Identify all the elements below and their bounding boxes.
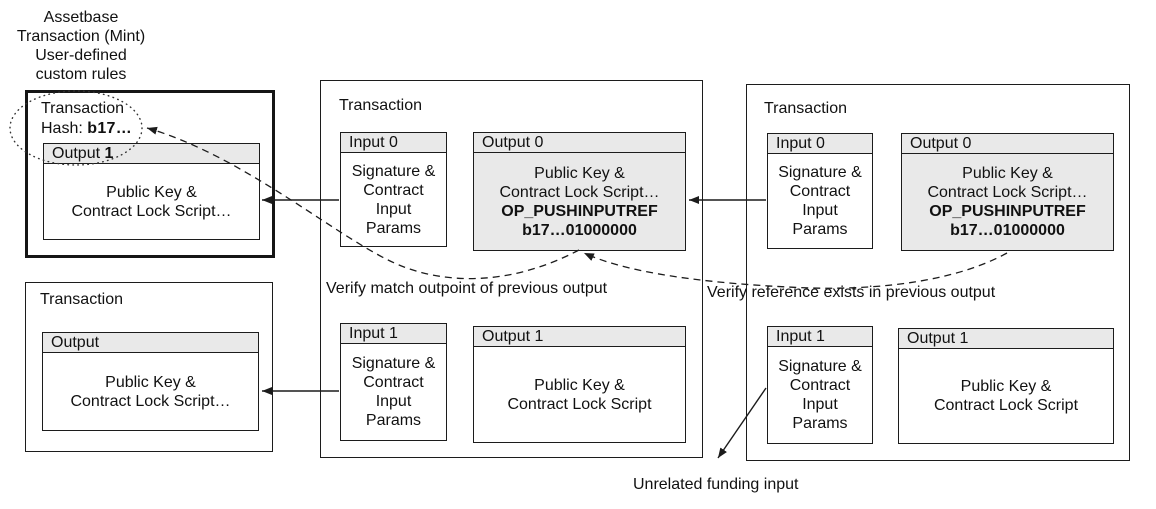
assetbase-hash-line: Hash: b17…: [41, 120, 132, 137]
right-output0-opcode: OP_PUSHINPUTREF b17…01000000: [929, 203, 1086, 239]
mid-output0-box: Output 0 Public Key & Contract Lock Scri…: [473, 132, 686, 251]
mid-input1-box: Input 1 Signature & Contract Input Param…: [340, 323, 447, 441]
mid-output1-header: Output 1: [474, 327, 685, 347]
mid-input0-box: Input 0 Signature & Contract Input Param…: [340, 132, 447, 247]
assetbase-output1-box: Output 1 Public Key & Contract Lock Scri…: [43, 143, 260, 240]
assetbase-output1-body: Public Key & Contract Lock Script…: [71, 183, 232, 220]
right-input0-body: Signature & Contract Input Params: [778, 164, 862, 238]
mid-output1-body: Public Key & Contract Lock Script: [507, 376, 652, 413]
verify-match-label: Verify match outpoint of previous output: [326, 280, 608, 297]
mid-output1-box: Output 1 Public Key & Contract Lock Scri…: [473, 326, 686, 443]
verify-reference-label: Verify reference exists in previous outp…: [707, 284, 996, 301]
hash-label: Hash:: [41, 120, 88, 137]
assetbase-transaction-title: Transaction: [41, 100, 124, 117]
spent-output-box: Output Public Key & Contract Lock Script…: [42, 332, 259, 431]
right-transaction-title: Transaction: [764, 100, 847, 117]
mid-input0-body: Signature & Contract Input Params: [351, 162, 436, 237]
hash-value: b17…: [87, 120, 133, 137]
assetbase-output1-header: Output 1: [44, 144, 259, 164]
assetbase-transaction-box: Transaction Hash: b17… Output 1 Public K…: [25, 90, 275, 258]
right-output1-header: Output 1: [899, 329, 1113, 349]
right-input1-body: Signature & Contract Input Params: [778, 358, 862, 432]
spent-output-body: Public Key & Contract Lock Script…: [70, 373, 231, 410]
right-input1-box: Input 1 Signature & Contract Input Param…: [767, 326, 873, 444]
right-transaction-box: Transaction Input 0 Signature & Contract…: [746, 84, 1130, 461]
mid-input1-body: Signature & Contract Input Params: [351, 355, 436, 429]
assetbase-heading: Assetbase Transaction (Mint) User-define…: [16, 9, 146, 83]
right-output1-body: Public Key & Contract Lock Script: [933, 378, 1079, 414]
right-input0-box: Input 0 Signature & Contract Input Param…: [767, 133, 873, 249]
unrelated-funding-label: Unrelated funding input: [633, 476, 799, 493]
mid-output0-opcode: OP_PUSHINPUTREF b17…01000000: [501, 202, 658, 239]
spent-transaction-box: Transaction Output Public Key & Contract…: [25, 282, 273, 452]
right-output0-header: Output 0: [902, 134, 1113, 154]
mid-input0-header: Input 0: [341, 133, 446, 153]
right-output0-box: Output 0 Public Key & Contract Lock Scri…: [901, 133, 1114, 251]
mid-transaction-box: Transaction Input 0 Signature & Contract…: [320, 80, 703, 458]
right-input1-header: Input 1: [768, 327, 872, 347]
right-output0-body: Public Key & Contract Lock Script…OP_PUS…: [927, 165, 1088, 239]
spent-transaction-title: Transaction: [40, 291, 123, 308]
right-output1-box: Output 1 Public Key & Contract Lock Scri…: [898, 328, 1114, 444]
mid-input1-header: Input 1: [341, 324, 446, 344]
spent-output-header: Output: [43, 333, 258, 353]
right-input0-header: Input 0: [768, 134, 872, 154]
mid-transaction-title: Transaction: [339, 97, 422, 114]
mid-output0-header: Output 0: [474, 133, 685, 153]
mid-output0-body: Public Key & Contract Lock Script…OP_PUS…: [499, 164, 660, 239]
